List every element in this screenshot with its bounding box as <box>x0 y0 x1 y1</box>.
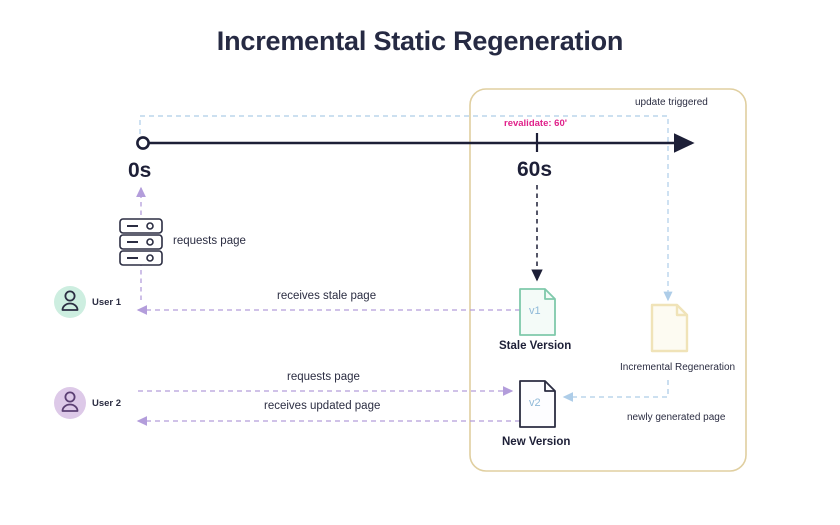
revalidate-label: revalidate: 60' <box>504 118 567 129</box>
new-version-doc-icon <box>519 380 556 428</box>
stale-version-caption: Stale Version <box>499 340 572 352</box>
user2-label: User 2 <box>92 398 122 409</box>
user1-label: User 1 <box>92 297 122 308</box>
server-requests-page-label: requests page <box>173 235 246 247</box>
user1-avatar <box>54 286 86 318</box>
user2-requests-label: requests page <box>287 371 360 383</box>
newly-generated-label: newly generated page <box>627 412 726 423</box>
isr-region-box <box>469 88 747 472</box>
update-trigger-path <box>139 115 673 302</box>
page-title: Incremental Static Regeneration <box>216 26 624 56</box>
user2-avatar <box>54 387 86 419</box>
timeline-start-label: 0s <box>128 159 152 182</box>
new-version-caption: New Version <box>502 436 571 448</box>
server-icon <box>119 218 163 266</box>
newly-generated-path <box>562 380 669 402</box>
new-version-tag: v2 <box>529 397 541 409</box>
incremental-regeneration-caption: Incremental Regeneration <box>620 362 736 373</box>
incremental-regeneration-doc-icon <box>650 303 689 353</box>
stale-version-doc-icon <box>519 288 556 336</box>
update-triggered-label: update triggered <box>635 97 708 108</box>
user1-receives-label: receives stale page <box>277 290 377 302</box>
timeline-start-marker <box>136 136 150 150</box>
timeline-60s-label: 60s <box>517 158 553 181</box>
stale-version-tag: v1 <box>529 305 541 317</box>
user2-receives-label: receives updated page <box>264 400 381 412</box>
